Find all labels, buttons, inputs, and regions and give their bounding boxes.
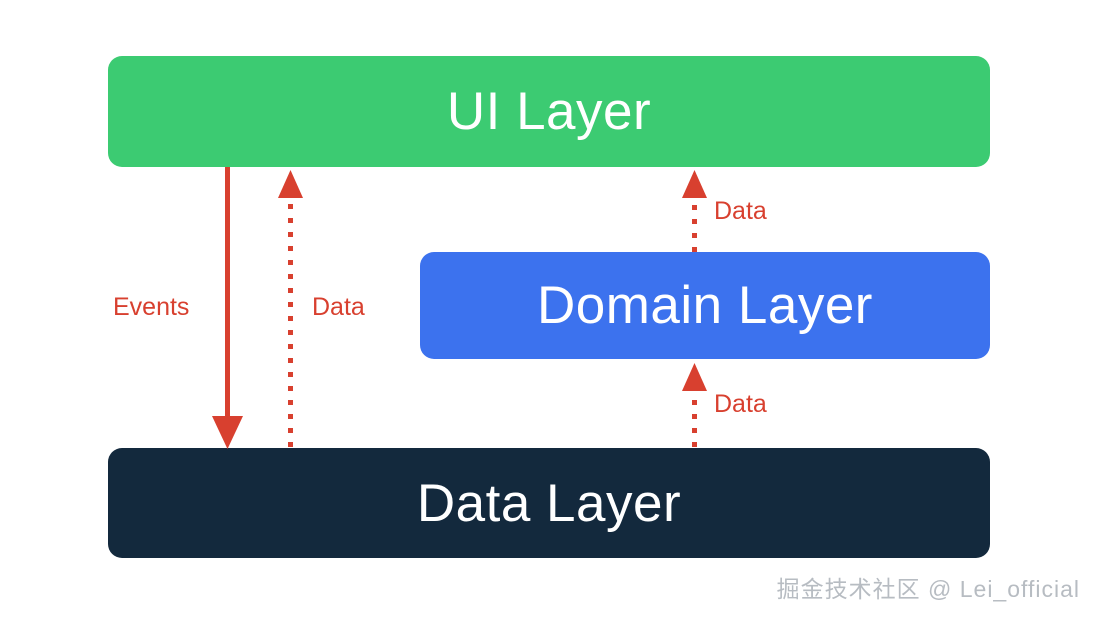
data-layer-box: Data Layer bbox=[108, 448, 990, 558]
domain-layer-box: Domain Layer bbox=[420, 252, 990, 359]
edge-label-data-domain-to-ui: Data bbox=[714, 197, 767, 225]
domain-layer-label: Domain Layer bbox=[537, 276, 873, 335]
ui-layer-box: UI Layer bbox=[108, 56, 990, 167]
watermark-text: 掘金技术社区 @ Lei_official bbox=[776, 576, 1080, 602]
edge-label-events: Events bbox=[113, 293, 190, 321]
data-arrow-up-data-to-domain bbox=[682, 363, 707, 447]
data-arrow-up-domain-to-ui bbox=[682, 170, 707, 252]
ui-layer-label: UI Layer bbox=[446, 82, 652, 141]
edge-label-data-ui-left: Data bbox=[312, 293, 365, 321]
edge-label-data-data-to-domain: Data bbox=[714, 390, 767, 418]
data-layer-label: Data Layer bbox=[416, 473, 682, 533]
events-arrow-down bbox=[212, 167, 243, 449]
data-arrow-up-left bbox=[278, 170, 303, 447]
